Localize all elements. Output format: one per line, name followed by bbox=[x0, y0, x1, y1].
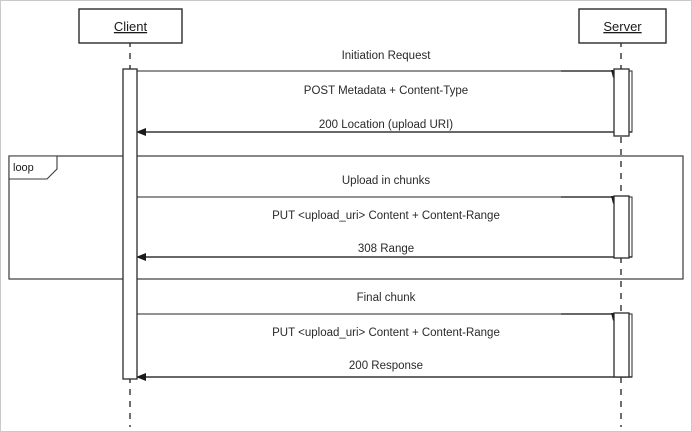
loop-fragment-label: loop bbox=[13, 162, 34, 174]
message-label-308-range: 308 Range bbox=[358, 243, 414, 255]
activation-bar-client bbox=[122, 68, 138, 380]
note-initiation-request: Initiation Request bbox=[342, 50, 432, 62]
loop-fragment-notch bbox=[8, 155, 58, 180]
message-label-put-final: PUT <upload_uri> Content + Content-Range bbox=[272, 327, 500, 339]
message-label-post-metadata: POST Metadata + Content-Type bbox=[304, 85, 468, 97]
message-label-put-chunk: PUT <upload_uri> Content + Content-Range bbox=[272, 210, 500, 222]
lifeline-label-client: Client bbox=[114, 19, 148, 34]
lifeline-head-client[interactable] bbox=[78, 8, 183, 44]
lifeline-label-server: Server bbox=[603, 19, 642, 34]
message-label-200-location: 200 Location (upload URI) bbox=[319, 119, 453, 131]
note-final-chunk: Final chunk bbox=[357, 292, 416, 304]
message-label-200-response: 200 Response bbox=[349, 360, 423, 372]
activation-bar-server-initiation bbox=[613, 68, 630, 137]
loop-fragment-frame bbox=[8, 155, 684, 280]
lifeline-head-server[interactable] bbox=[578, 8, 667, 44]
note-upload-in-chunks: Upload in chunks bbox=[342, 175, 430, 187]
activation-bar-server-final bbox=[613, 312, 630, 378]
activation-bar-server-chunk bbox=[613, 195, 630, 259]
